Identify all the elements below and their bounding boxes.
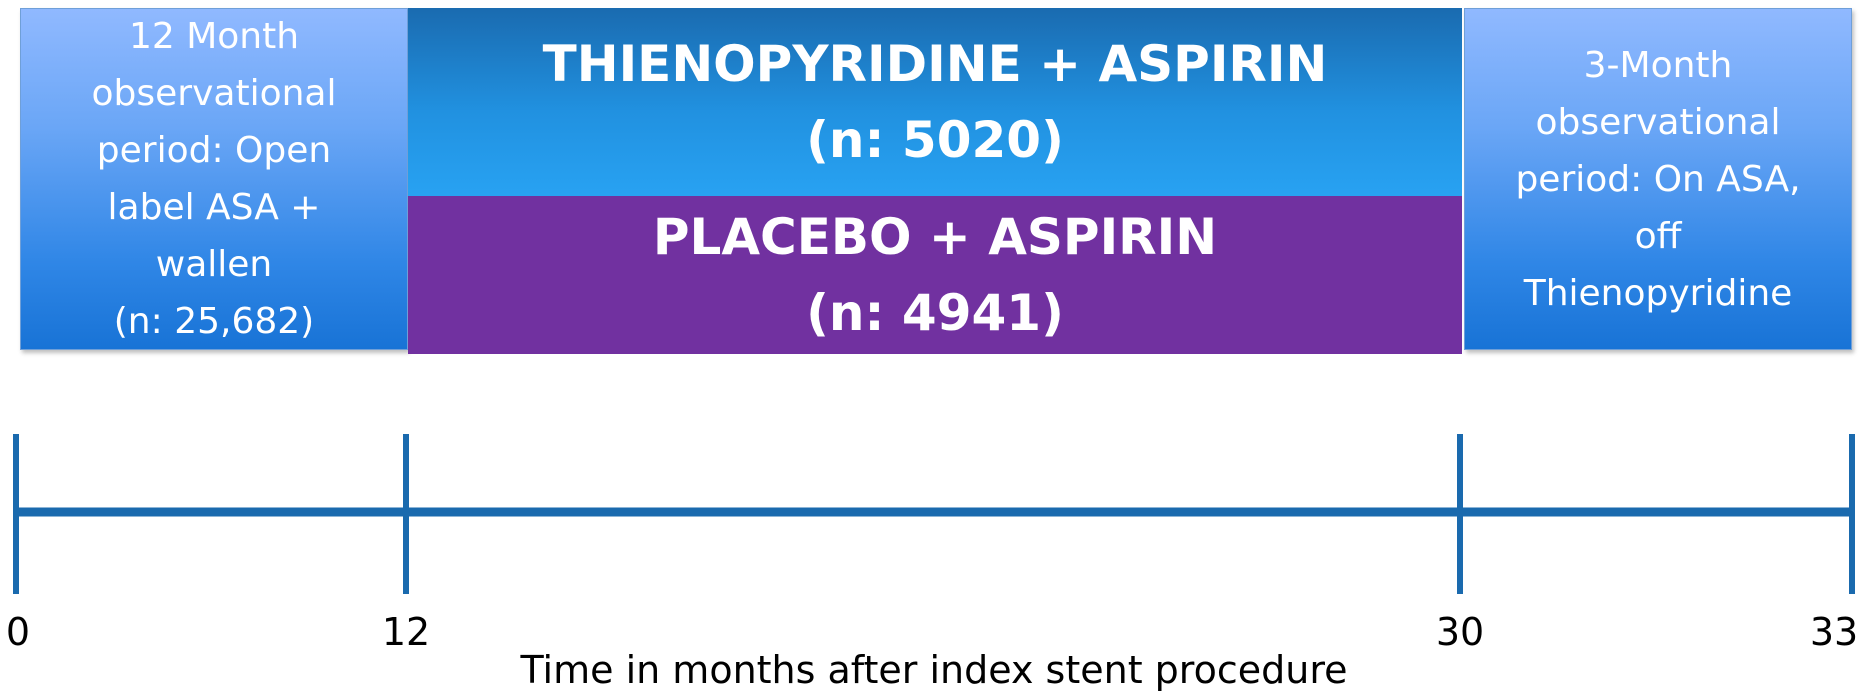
phase-right-line: observational [1535,101,1781,143]
tick-label-0: 0 [5,610,31,654]
phase-right-box: 3-Month observational period: On ASA, of… [1464,8,1852,350]
thienopyridine-arm-box: THIENOPYRIDINE + ASPIRIN (n: 5020) [408,8,1462,196]
thienopyridine-arm-title: THIENOPYRIDINE + ASPIRIN [542,35,1328,93]
phase-right-line: off [1634,215,1682,257]
tick-label-30: 30 [1435,610,1485,654]
phase-left-line: 12 Month [128,16,300,57]
phase-left-line: label ASA + [107,187,321,228]
phase-left-line: wallen [155,244,273,285]
phase-left-box: 12 Month observational period: Open labe… [20,8,408,350]
placebo-arm-title: PLACEBO + ASPIRIN [652,208,1218,266]
tick-label-33: 33 [1809,610,1859,654]
placebo-arm-count: (n: 4941) [806,284,1064,342]
phase-left-line: observational [91,73,337,114]
phase-left-line: (n: 25,682) [113,301,315,342]
thienopyridine-arm-count: (n: 5020) [806,111,1064,169]
timeline-axis-label: Time in months after index stent procedu… [520,648,1348,692]
phase-right-line: 3-Month [1583,44,1733,86]
phase-right-line: period: On ASA, [1515,158,1801,200]
tick-label-12: 12 [381,610,431,654]
placebo-arm-box: PLACEBO + ASPIRIN (n: 4941) [408,196,1462,354]
phase-right-line: Thienopyridine [1523,272,1793,314]
phase-left-line: period: Open [96,130,332,171]
